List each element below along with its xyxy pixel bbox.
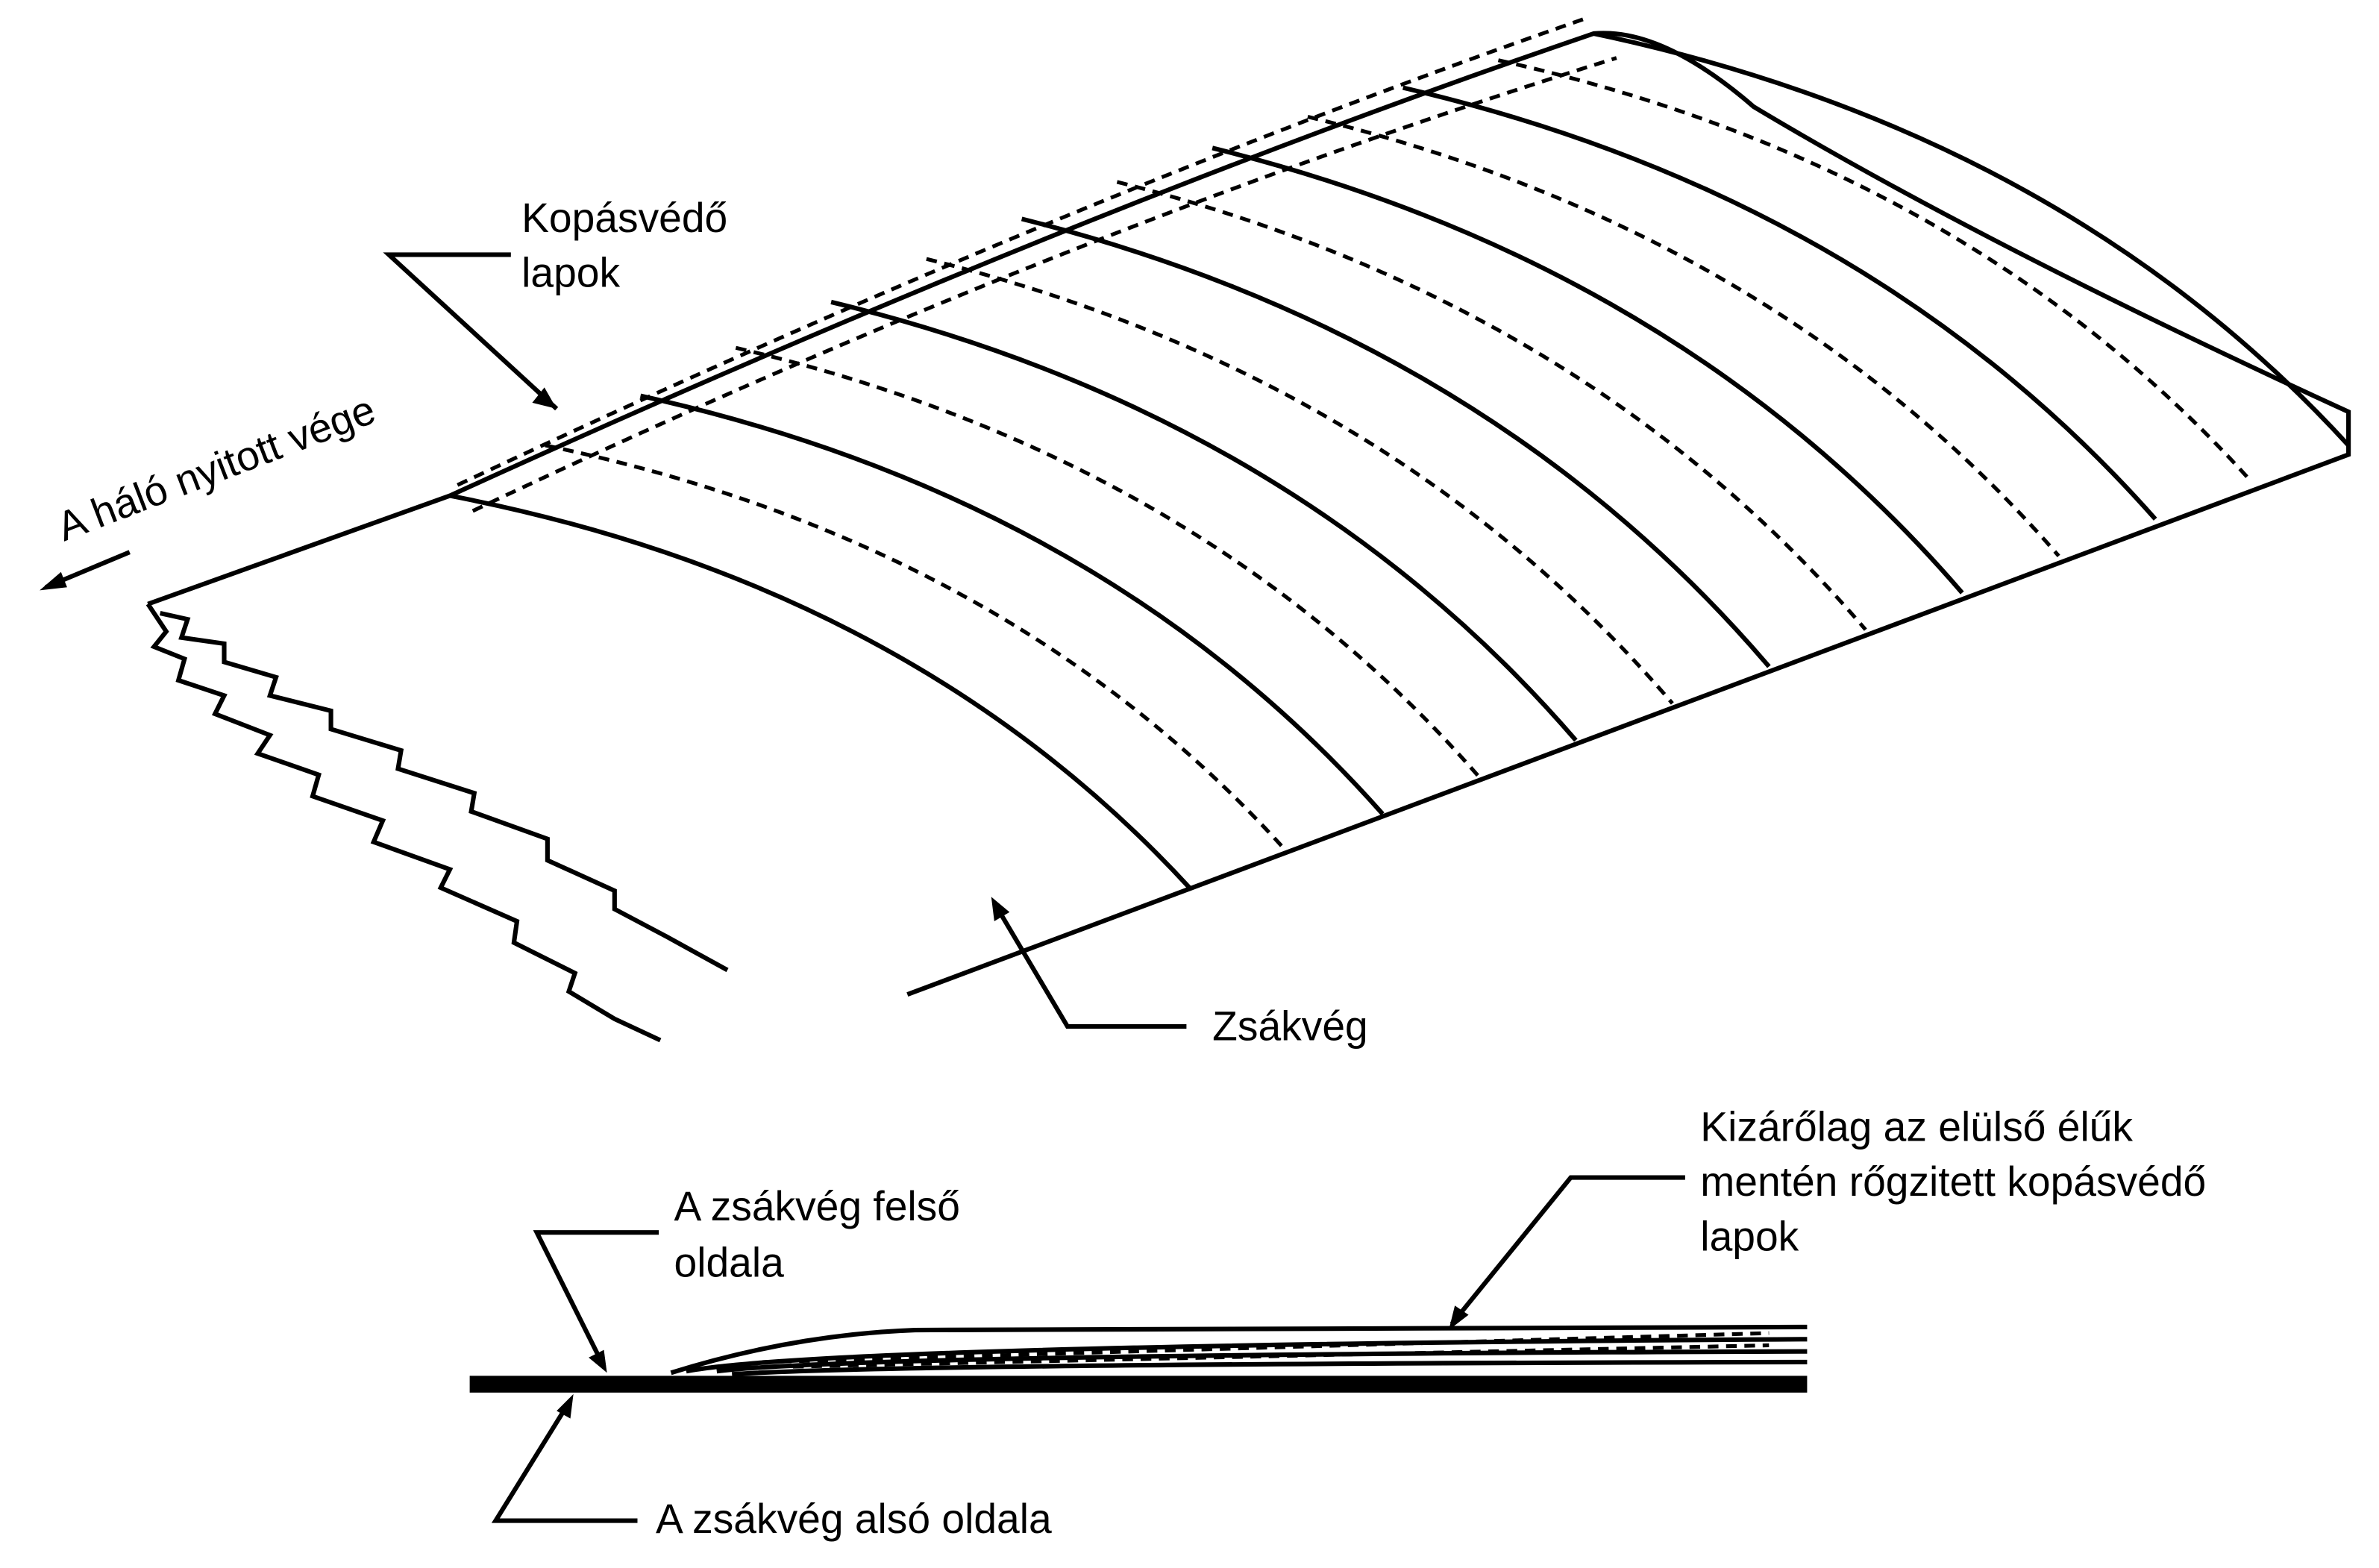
label-open-end: A háló nyitott vége <box>40 386 381 591</box>
arrow-head-icon <box>557 1393 574 1419</box>
wear-plates-leader-line <box>383 252 559 411</box>
label-wear-plates: Kopásvédő lapok <box>383 195 727 411</box>
seam-line <box>1021 216 1771 668</box>
arrow-head-icon <box>589 1349 607 1373</box>
label-top-side: A zsákvég felső oldala <box>533 1183 960 1373</box>
codend-bottom-side <box>469 1376 1808 1393</box>
label-front-edge-plates: Kizárőlag az elülső élűk mentén rőgzitet… <box>1449 1103 2206 1331</box>
open-end-label: A háló nyitott vége <box>51 386 381 551</box>
codend-leader-line <box>992 901 1187 1029</box>
seam-line-hidden <box>1307 115 2060 557</box>
codend-open-edge <box>145 603 662 1043</box>
seam-line-hidden <box>926 257 1674 705</box>
front-edge-plates-label-line1: Kizárőlag az elülső élűk <box>1700 1103 2133 1150</box>
wear-plates-section <box>670 1324 1808 1377</box>
codend-label: Zsákvég <box>1212 1003 1368 1050</box>
top-side-label-line1: A zsákvég felső <box>674 1183 960 1229</box>
label-bottom-side: A zsákvég alsó oldala <box>491 1393 1052 1542</box>
codend-open-edge-inner <box>159 610 729 973</box>
seam-line <box>1593 31 2351 448</box>
front-edge-plates-leader-line <box>1449 1175 1685 1326</box>
seam-line-hidden <box>1116 180 1867 631</box>
front-edge-plates-label-line2: mentén rőgzitett kopásvédő <box>1700 1158 2206 1205</box>
cross-section-drawing <box>469 1324 1808 1393</box>
wear-plates-label-line2: lapok <box>521 249 620 295</box>
top-side-label-line2: oldala <box>674 1239 785 1285</box>
arrow-head-icon <box>1449 1305 1469 1331</box>
seam-line <box>449 493 1191 890</box>
seam-line <box>830 299 1578 742</box>
arrow-head-icon <box>991 897 1010 922</box>
top-side-leader-line <box>533 1230 659 1368</box>
wear-plates-section-dashes <box>762 1331 1770 1369</box>
codend-perspective-drawing <box>145 16 2351 1043</box>
seam-line <box>1402 85 2157 521</box>
seam-line <box>639 393 1385 816</box>
front-edge-plates-label-line3: lapok <box>1700 1214 1799 1260</box>
arrow-head-icon <box>532 387 557 409</box>
bottom-side-label: A zsákvég alsó oldala <box>656 1496 1052 1542</box>
transverse-seams <box>449 31 2351 890</box>
seam-line-hidden <box>735 345 1481 779</box>
seam-line-hidden <box>545 443 1288 853</box>
seam-line <box>1212 145 1964 595</box>
wear-plates-label-line1: Kopásvédő <box>521 195 727 241</box>
seam-line-hidden <box>1497 58 2254 484</box>
codend-outline <box>147 31 2351 997</box>
wear-plates-ridge <box>457 16 1617 513</box>
bottom-side-leader-line <box>491 1399 638 1523</box>
label-codend: Zsákvég <box>991 897 1368 1050</box>
arrow-head-icon <box>40 571 67 591</box>
